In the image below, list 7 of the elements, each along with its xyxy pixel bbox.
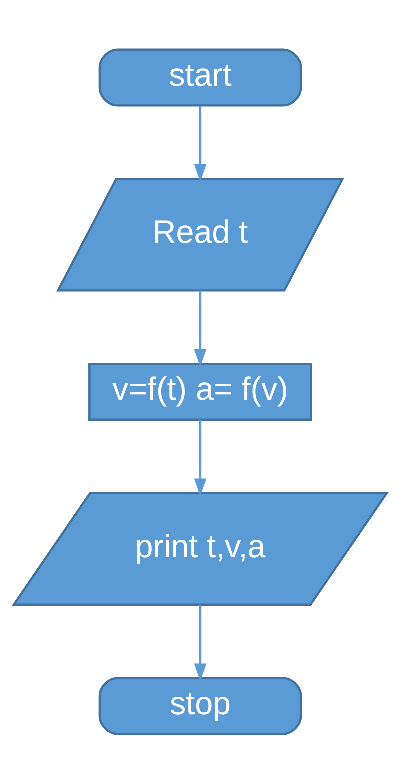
node-box: stop xyxy=(98,677,302,736)
arrow xyxy=(194,106,207,182)
arrow xyxy=(194,604,207,682)
arrow xyxy=(194,290,207,368)
node-box: v=f(t) a= f(v) xyxy=(88,363,312,421)
node-box: start xyxy=(98,48,302,107)
arrow xyxy=(194,420,207,496)
